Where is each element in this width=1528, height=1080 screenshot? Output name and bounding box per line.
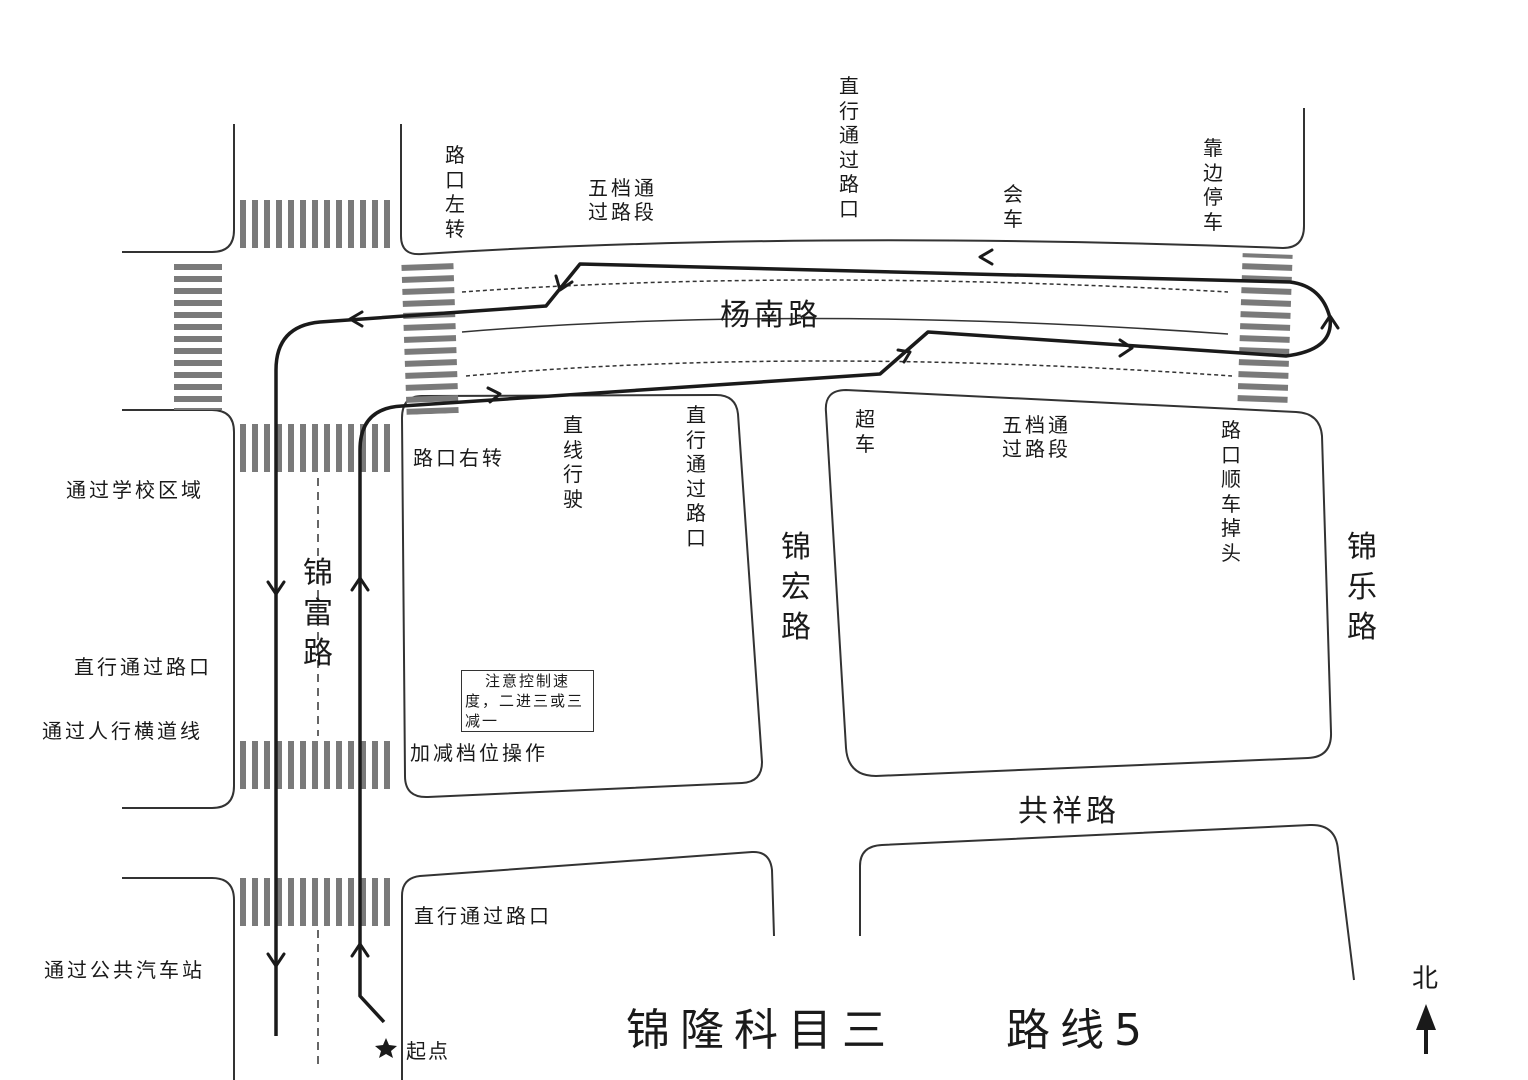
road-gongxiang: 共祥路 (1018, 794, 1120, 829)
label-fifth-gear-mid: 五档通过路段 (1002, 413, 1071, 461)
arrow-down-left-icon (554, 274, 574, 292)
start-star-icon (375, 1038, 397, 1058)
crosswalks (174, 200, 1293, 926)
label-straight-mid: 直行通过路口 (686, 403, 706, 550)
road-jinfu: 锦富路 (303, 556, 333, 671)
arrow-down-icon (266, 952, 286, 968)
label-gear-shift: 加减档位操作 (410, 741, 548, 765)
start-label: 起点 (406, 1039, 450, 1063)
arrow-right-icon (1118, 338, 1134, 358)
arrow-up-icon (1320, 314, 1340, 330)
label-pull-over: 靠边停车 (1203, 136, 1223, 234)
label-school: 通过学校区域 (66, 478, 204, 502)
arrow-down-icon (266, 580, 286, 596)
crosswalk-top-left (240, 200, 394, 248)
road-jinhong: 锦宏路 (781, 530, 811, 645)
label-left-turn: 路口左转 (445, 143, 465, 241)
arrow-right-icon (896, 348, 912, 364)
label-right-turn: 路口右转 (413, 446, 505, 470)
label-bus-stop: 通过公共汽车站 (44, 958, 205, 982)
label-straight-drive: 直线行驶 (563, 413, 583, 511)
label-overtake: 超车 (855, 407, 875, 456)
arrow-left-icon (978, 248, 994, 266)
label-crosswalk: 通过人行横道线 (42, 719, 203, 743)
label-meet: 会车 (1003, 182, 1023, 231)
north-label: 北 (1412, 964, 1439, 994)
note-box: 注意控制速度，二进三或三减一 (461, 670, 594, 732)
map-title: 锦隆科目三 (626, 1005, 896, 1056)
crosswalk-yangnan-west (401, 261, 459, 415)
arrow-up-icon (350, 942, 370, 958)
label-u-turn: 路口顺车掉头 (1221, 418, 1241, 565)
road-yangnan: 杨南路 (720, 298, 822, 333)
label-straight-left: 直行通过路口 (74, 655, 212, 679)
label-straight-bottom: 直行通过路口 (414, 904, 552, 928)
crosswalk-bottom (240, 878, 394, 926)
crosswalk-left (174, 258, 222, 410)
crosswalk-school (240, 424, 394, 472)
road-jinle: 锦乐路 (1347, 530, 1377, 645)
route-arrows (266, 248, 1340, 968)
label-straight-top: 直行通过路口 (839, 74, 859, 221)
route-number: 路线5 (1006, 1005, 1152, 1056)
arrow-up-icon (350, 576, 370, 592)
arrow-left-icon (348, 310, 364, 328)
crosswalk-yangnan-east (1237, 253, 1293, 407)
north-arrow-icon (1416, 1004, 1436, 1054)
arrow-right-icon (486, 386, 502, 404)
crosswalk-mid (240, 741, 394, 789)
label-fifth-gear-top: 五档通过路段 (588, 176, 657, 224)
